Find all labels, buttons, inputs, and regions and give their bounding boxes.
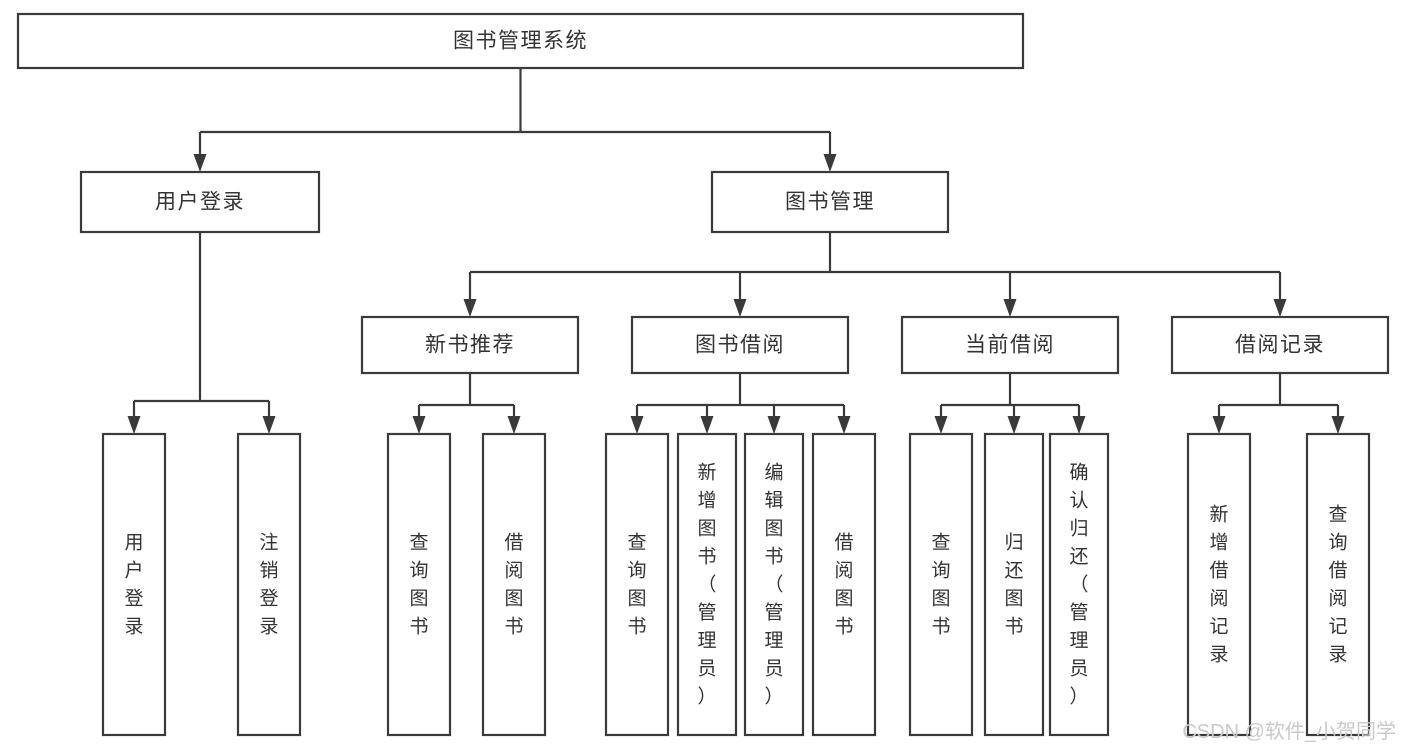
node-label: 注销登录 xyxy=(259,531,278,637)
node-box[interactable] xyxy=(236,432,302,737)
node-box[interactable] xyxy=(16,12,1025,70)
node-label: 图书管理系统 xyxy=(453,30,588,53)
node-label: 图书借阅 xyxy=(695,334,785,357)
connector-group-borrow-record xyxy=(1212,373,1345,434)
node-leaf-query-book-2[interactable]: 查询图书 xyxy=(604,432,670,737)
connector-group-user-login xyxy=(127,232,276,434)
arrow-head-icon xyxy=(1273,299,1287,317)
arrow-head-icon xyxy=(1007,416,1021,434)
arrow-head-icon xyxy=(1212,416,1226,434)
node-box[interactable] xyxy=(710,170,950,234)
node-leaf-logout[interactable]: 注销登录 xyxy=(236,432,302,737)
node-label: 当前借阅 xyxy=(965,334,1055,357)
arrow-head-icon xyxy=(767,416,781,434)
node-label: 查询图书 xyxy=(409,531,428,637)
node-box[interactable] xyxy=(79,170,321,234)
node-box[interactable] xyxy=(811,432,877,737)
node-box[interactable] xyxy=(481,432,547,737)
node-leaf-query-book-1[interactable]: 查询图书 xyxy=(386,432,452,737)
connector-group-book-manage xyxy=(463,232,1287,317)
arrow-head-icon xyxy=(1003,299,1017,317)
node-label: 借阅图书 xyxy=(504,531,523,637)
arrow-head-icon xyxy=(700,416,714,434)
arrow-head-icon xyxy=(630,416,644,434)
node-box[interactable] xyxy=(908,432,974,737)
node-leaf-borrow-book-1[interactable]: 借阅图书 xyxy=(481,432,547,737)
node-box[interactable] xyxy=(1305,432,1371,737)
arrow-head-icon xyxy=(1072,416,1086,434)
node-layer: 图书管理系统用户登录图书管理新书推荐图书借阅当前借阅借阅记录用户登录注销登录查询… xyxy=(16,12,1390,737)
node-new-book-recommend[interactable]: 新书推荐 xyxy=(360,315,580,375)
node-label: 新书推荐 xyxy=(425,334,515,357)
node-label: 查询图书 xyxy=(931,531,950,637)
node-book-manage[interactable]: 图书管理 xyxy=(710,170,950,234)
node-label: 查询借阅记录 xyxy=(1328,503,1347,665)
arrow-head-icon xyxy=(837,416,851,434)
node-label: 查询图书 xyxy=(627,531,646,637)
arrow-head-icon xyxy=(262,416,276,434)
arrow-head-icon xyxy=(412,416,426,434)
node-box[interactable] xyxy=(1048,432,1110,737)
arrow-head-icon xyxy=(463,299,477,317)
arrow-head-icon xyxy=(507,416,521,434)
connector-group-root xyxy=(193,68,837,172)
node-label: 借阅记录 xyxy=(1235,334,1325,357)
node-current-borrow[interactable]: 当前借阅 xyxy=(900,315,1120,375)
arrow-head-icon xyxy=(1331,416,1345,434)
node-leaf-borrow-book-2[interactable]: 借阅图书 xyxy=(811,432,877,737)
node-leaf-edit-book-admin[interactable]: 编辑图书（管理员） xyxy=(743,432,805,737)
node-box[interactable] xyxy=(1186,432,1252,737)
node-label: 归还图书 xyxy=(1004,531,1023,637)
arrow-head-icon xyxy=(823,154,837,172)
arrow-head-icon xyxy=(934,416,948,434)
node-box[interactable] xyxy=(1170,315,1390,375)
node-label: 新增图书（管理员） xyxy=(697,461,716,707)
node-box[interactable] xyxy=(743,432,805,737)
node-leaf-return-book[interactable]: 归还图书 xyxy=(983,432,1045,737)
node-leaf-add-book-admin[interactable]: 新增图书（管理员） xyxy=(676,432,738,737)
node-label: 用户登录 xyxy=(155,191,245,214)
connector-group-new-book-recommend xyxy=(412,373,521,434)
node-box[interactable] xyxy=(604,432,670,737)
node-label: 编辑图书（管理员） xyxy=(764,461,783,707)
node-box[interactable] xyxy=(983,432,1045,737)
arrow-head-icon xyxy=(733,299,747,317)
node-box[interactable] xyxy=(900,315,1120,375)
connector-group-current-borrow xyxy=(934,373,1086,434)
node-box[interactable] xyxy=(676,432,738,737)
connector-group-book-borrow xyxy=(630,373,851,434)
node-borrow-record[interactable]: 借阅记录 xyxy=(1170,315,1390,375)
node-label: 借阅图书 xyxy=(834,531,853,637)
node-label: 用户登录 xyxy=(124,532,143,637)
node-leaf-user-login[interactable]: 用户登录 xyxy=(101,432,167,737)
arrow-head-icon xyxy=(193,154,207,172)
node-leaf-query-book-3[interactable]: 查询图书 xyxy=(908,432,974,737)
node-box[interactable] xyxy=(360,315,580,375)
node-leaf-query-borrow-record[interactable]: 查询借阅记录 xyxy=(1305,432,1371,737)
node-box[interactable] xyxy=(386,432,452,737)
connector-layer xyxy=(127,68,1345,434)
node-label: 图书管理 xyxy=(785,191,875,214)
node-leaf-add-borrow-record[interactable]: 新增借阅记录 xyxy=(1186,432,1252,737)
node-label: 新增借阅记录 xyxy=(1209,503,1228,665)
node-book-borrow[interactable]: 图书借阅 xyxy=(630,315,850,375)
arrow-head-icon xyxy=(127,416,141,434)
node-root[interactable]: 图书管理系统 xyxy=(16,12,1025,70)
node-user-login[interactable]: 用户登录 xyxy=(79,170,321,234)
node-leaf-confirm-return-admin[interactable]: 确认归还（管理员） xyxy=(1048,432,1110,737)
node-box[interactable] xyxy=(630,315,850,375)
watermark-label: CSDN @软件_小贺同学 xyxy=(1182,720,1396,743)
node-box[interactable] xyxy=(101,432,167,737)
node-label: 确认归还（管理员） xyxy=(1069,461,1088,707)
